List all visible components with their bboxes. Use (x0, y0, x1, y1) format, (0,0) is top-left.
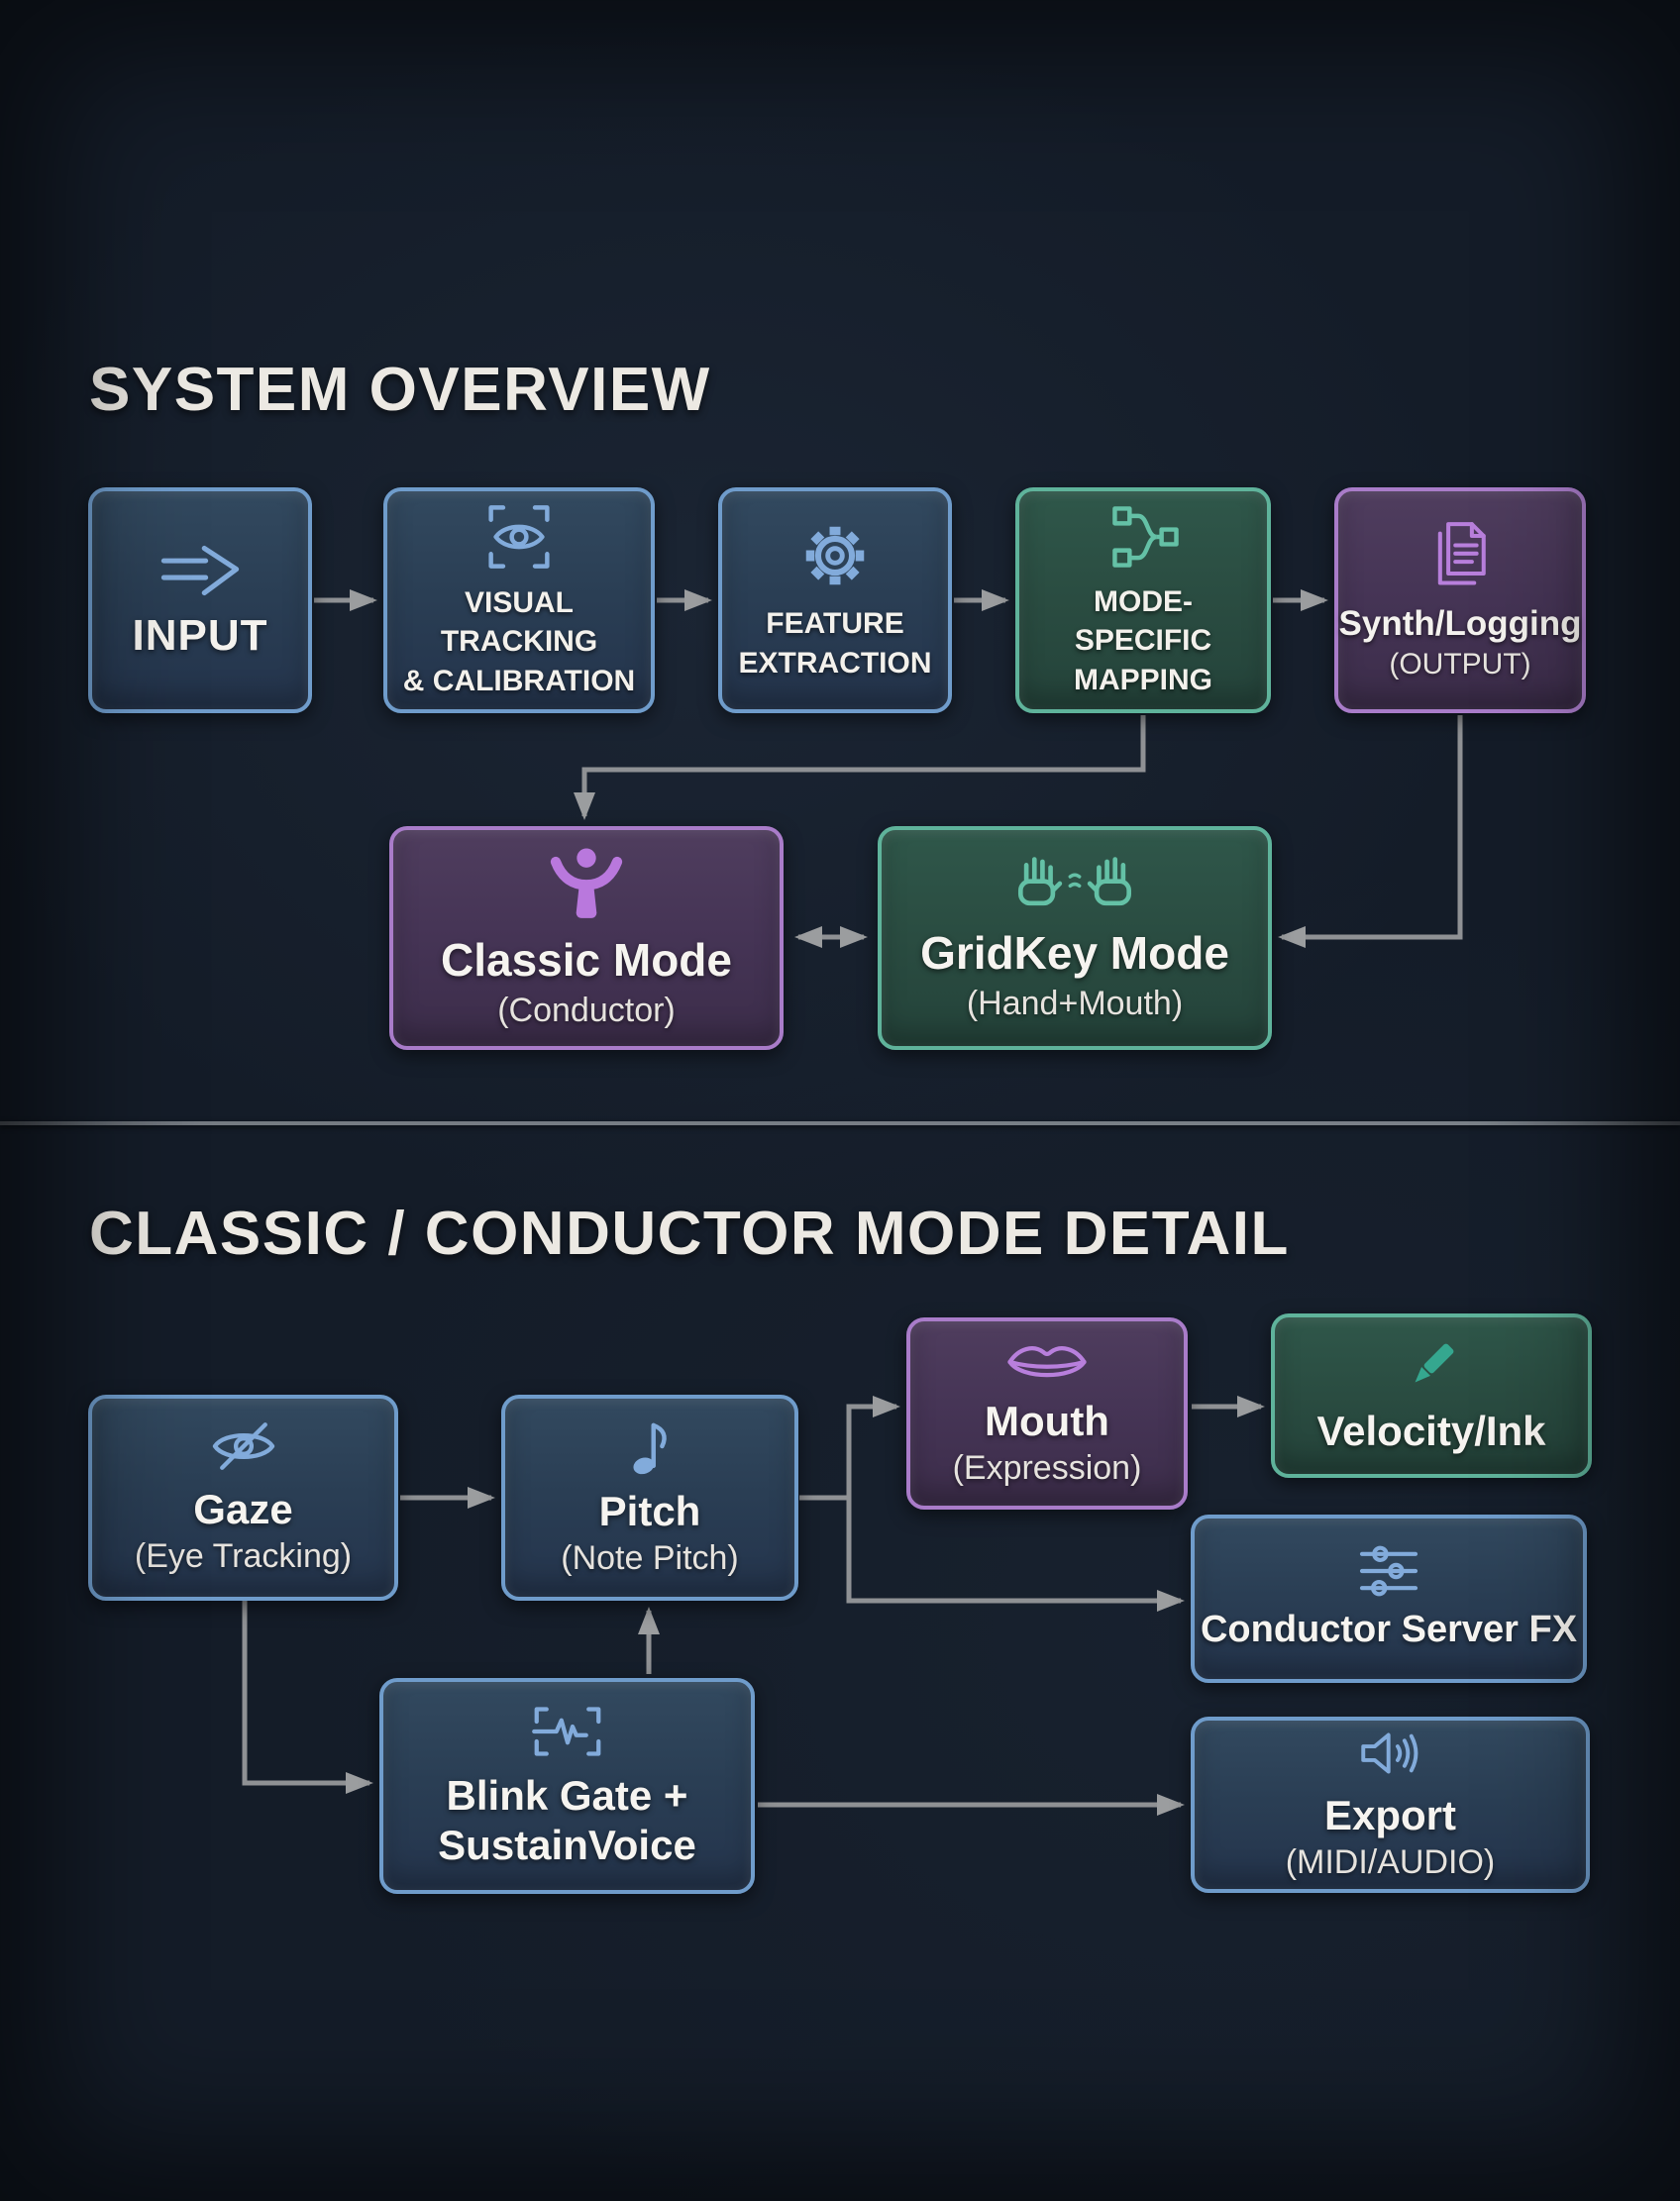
node-label: Mouth (985, 1397, 1109, 1444)
arrow-right-icon (155, 540, 246, 601)
node-label: Velocity/Ink (1316, 1407, 1546, 1454)
node-velocity-ink: Velocity/Ink (1271, 1313, 1592, 1478)
section-title-overview: SYSTEM OVERVIEW (89, 356, 711, 424)
branch-icon (1102, 501, 1184, 573)
section-title-classic-detail: CLASSIC / CONDUCTOR MODE DETAIL (89, 1200, 1290, 1268)
node-sublabel: (Hand+Mouth) (966, 984, 1184, 1022)
pulse-bracket-icon (526, 1702, 609, 1761)
node-label: Synth/Logging (1338, 603, 1582, 643)
node-label-line2: MAPPING (1073, 663, 1212, 696)
node-label: Conductor Server FX (1200, 1609, 1578, 1651)
node-conductor-server-fx: Conductor Server FX (1191, 1515, 1587, 1683)
eye-scan-icon (479, 500, 559, 574)
sliders-icon (1349, 1544, 1428, 1598)
node-pitch: Pitch (Note Pitch) (501, 1395, 798, 1601)
node-blink-gate: Blink Gate + SustainVoice (379, 1678, 755, 1894)
node-label-line2: & CALIBRATION (402, 664, 636, 697)
node-label: MODE-SPECIFIC (1074, 584, 1212, 658)
node-sublabel: (OUTPUT) (1389, 648, 1531, 681)
node-label: Export (1323, 1791, 1456, 1838)
lips-icon (1002, 1337, 1092, 1387)
section-divider (0, 1121, 1680, 1125)
hands-icon (1011, 851, 1138, 916)
node-sublabel: (Note Pitch) (561, 1539, 739, 1578)
conductor-icon (544, 844, 629, 923)
node-gaze: Gaze (Eye Tracking) (88, 1395, 398, 1601)
node-sublabel: (MIDI/AUDIO) (1285, 1843, 1496, 1882)
node-mode-specific-mapping: MODE-SPECIFIC MAPPING (1015, 487, 1271, 713)
node-label: INPUT (132, 611, 268, 660)
speaker-icon (1354, 1726, 1427, 1781)
node-label: Pitch (598, 1487, 701, 1534)
documents-icon (1422, 517, 1498, 592)
node-export: Export (MIDI/AUDIO) (1191, 1717, 1590, 1893)
node-label: VISUAL TRACKING (440, 585, 598, 659)
node-label-line2: EXTRACTION (738, 647, 932, 680)
node-visual-tracking: VISUAL TRACKING & CALIBRATION (383, 487, 655, 713)
node-feature-extraction: FEATURE EXTRACTION (718, 487, 952, 713)
node-mouth: Mouth (Expression) (906, 1317, 1188, 1510)
pencil-icon (1401, 1335, 1462, 1397)
node-label: Gaze (193, 1485, 293, 1532)
node-label: GridKey Mode (920, 927, 1229, 980)
node-input: INPUT (88, 487, 312, 713)
node-label-line2: SustainVoice (438, 1822, 696, 1868)
node-classic-mode: Classic Mode (Conductor) (389, 826, 784, 1050)
gear-icon (796, 517, 874, 594)
node-synth-logging: Synth/Logging (OUTPUT) (1334, 487, 1586, 713)
node-label: Blink Gate + (446, 1771, 688, 1819)
node-sublabel: (Conductor) (497, 991, 676, 1029)
node-sublabel: (Expression) (952, 1449, 1142, 1488)
node-gridkey-mode: GridKey Mode (Hand+Mouth) (878, 826, 1272, 1050)
node-label: Classic Mode (441, 934, 732, 987)
node-sublabel: (Eye Tracking) (134, 1537, 353, 1576)
node-label: FEATURE (766, 607, 904, 641)
music-note-icon (622, 1415, 678, 1477)
eye-slash-icon (205, 1417, 282, 1475)
